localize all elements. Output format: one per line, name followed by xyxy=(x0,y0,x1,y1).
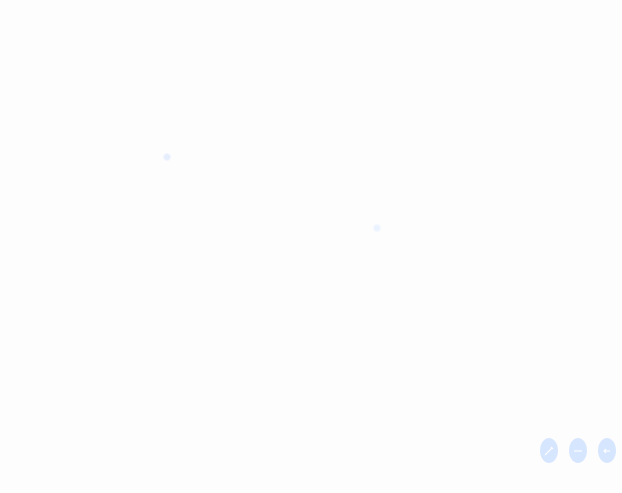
minus-button[interactable] xyxy=(569,438,587,463)
point-marker-icon xyxy=(374,225,380,231)
pencil-icon xyxy=(544,446,554,455)
arrow-left-icon xyxy=(603,448,610,453)
back-button[interactable] xyxy=(598,438,616,463)
pencil-button[interactable] xyxy=(540,438,558,463)
minus-icon xyxy=(574,449,582,452)
control-group xyxy=(540,438,616,463)
point-marker-icon xyxy=(164,154,170,160)
